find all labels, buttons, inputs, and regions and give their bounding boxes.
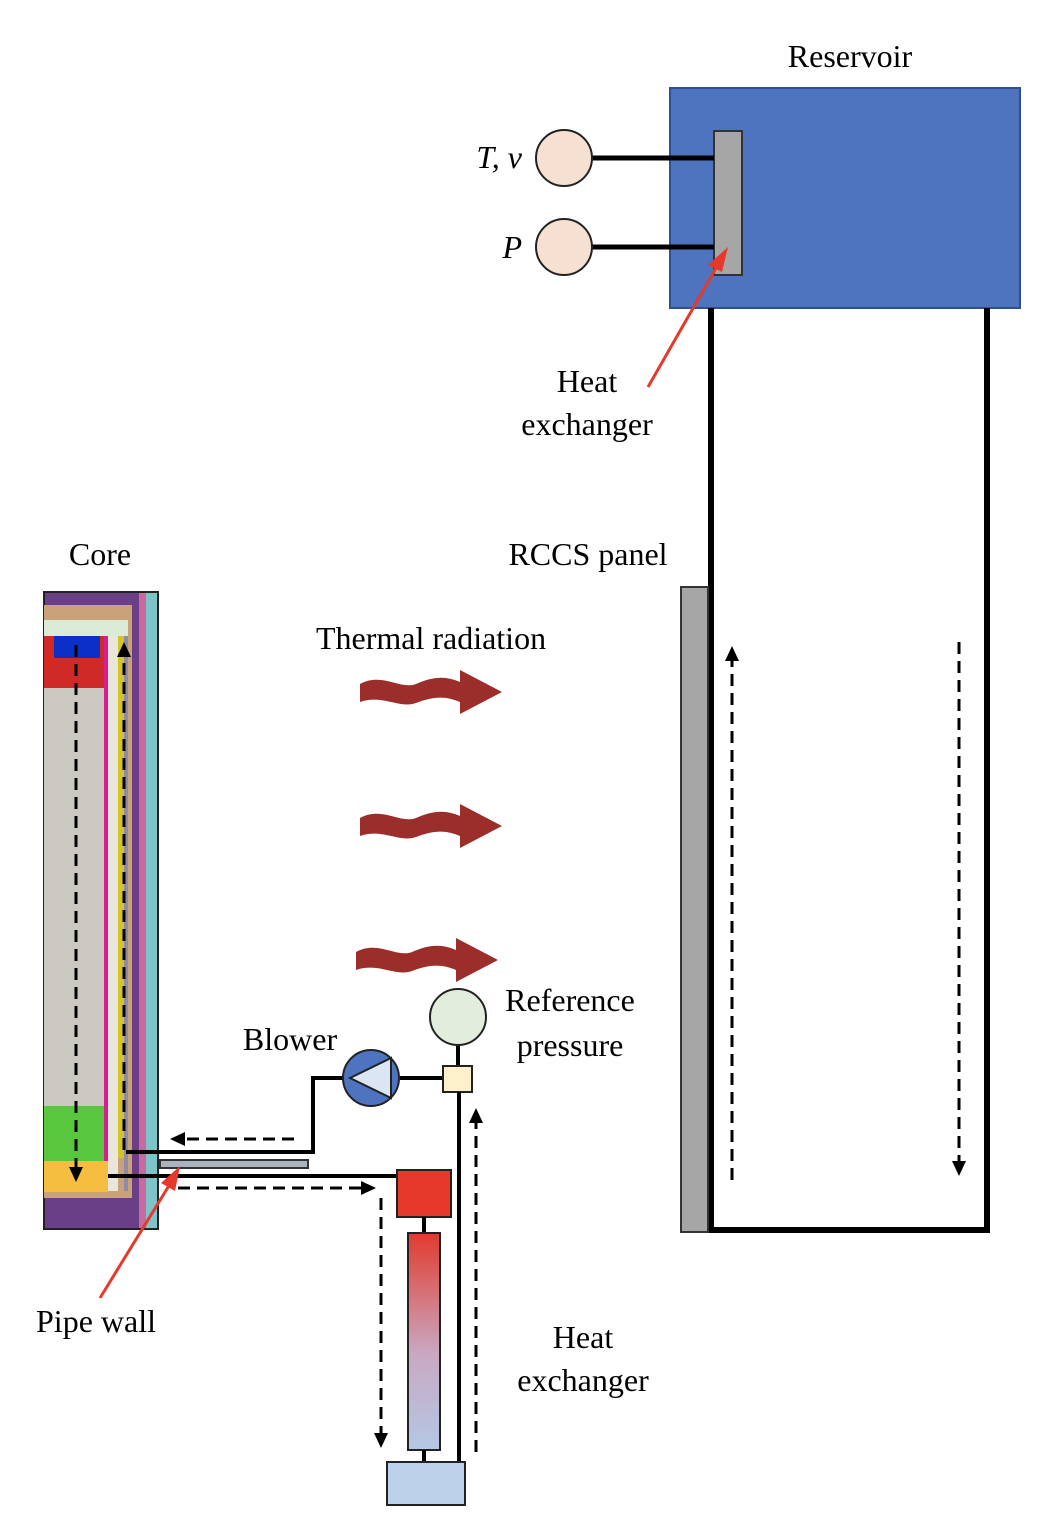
radiation-arrow-2 [360, 804, 502, 848]
reference-pressure-label-line2: pressure [517, 1027, 624, 1063]
radiation-arrow-1 [360, 670, 502, 714]
core-upflow-arrow-head [117, 642, 131, 657]
core-vessel-wall [124, 636, 128, 1191]
pipe-wall-pointer-head [161, 1166, 180, 1191]
pipe-wall [159, 1159, 309, 1169]
blower-triangle-icon [347, 1056, 392, 1100]
hx-bottom-label-line2: exchanger [517, 1362, 649, 1398]
temperature-velocity-sensor [535, 129, 593, 187]
core-label: Core [69, 536, 131, 572]
core-riser-gold [118, 636, 124, 1158]
rccs-panel [680, 586, 709, 1233]
rccs-loop-pipe [708, 308, 990, 1233]
reference-pressure-label-line1: Reference [505, 982, 635, 1018]
inlet-flow-arrow-head [170, 1132, 185, 1146]
hx-top-label-line1: Heat [557, 363, 618, 399]
hx-inlet-box [396, 1169, 452, 1218]
reservoir-label: Reservoir [788, 38, 913, 74]
hx-bottom-label-line1: Heat [553, 1319, 614, 1355]
radiation-arrow-3-shape [356, 938, 498, 982]
blower-label: Blower [243, 1021, 338, 1057]
hx-top-label-line2: exchanger [521, 406, 653, 442]
reference-pressure-sensor [429, 988, 487, 1046]
core [43, 591, 159, 1230]
hx-base [386, 1461, 466, 1506]
hx-down-flow-arrow-head [374, 1433, 388, 1448]
pipe-wall-pointer [98, 1183, 172, 1299]
core-downflow-arrow-head [69, 1167, 83, 1182]
pipe-wall-label: Pipe wall [36, 1303, 156, 1339]
downcomer-flow-arrow-head [952, 1161, 966, 1176]
reference-valve [442, 1065, 473, 1093]
core-fuel-region [44, 636, 104, 1191]
rccs-panel-label: RCCS panel [508, 536, 667, 572]
riser-flow-arrow-head [725, 646, 739, 661]
outlet-flow-arrow-head [361, 1181, 376, 1195]
core-top-plenum [44, 620, 128, 636]
hx-top-pointer-head [708, 247, 728, 272]
thermal-radiation-label: Thermal radiation [316, 620, 546, 656]
hx-return-flow-arrow-head [469, 1108, 483, 1123]
pressure-sensor [535, 218, 593, 276]
radiation-arrow-3 [356, 938, 498, 982]
core-inlet-pipe [126, 1076, 345, 1154]
pressure-label: P [501, 229, 522, 265]
core-teal-layer [146, 593, 157, 1228]
core-riser-gap [108, 636, 118, 1191]
core-barrel-magenta [104, 636, 108, 1161]
temp-velocity-label: T, v [476, 139, 522, 175]
radiation-arrow-2-shape [360, 804, 502, 848]
radiation-arrow-1-shape [360, 670, 502, 714]
reservoir-heat-exchanger [713, 130, 743, 276]
hx-top-pointer [646, 267, 718, 388]
hx-gradient-column [407, 1232, 441, 1451]
core-pink-layer [139, 593, 146, 1228]
core-bottom-reflector-green [44, 1106, 104, 1161]
